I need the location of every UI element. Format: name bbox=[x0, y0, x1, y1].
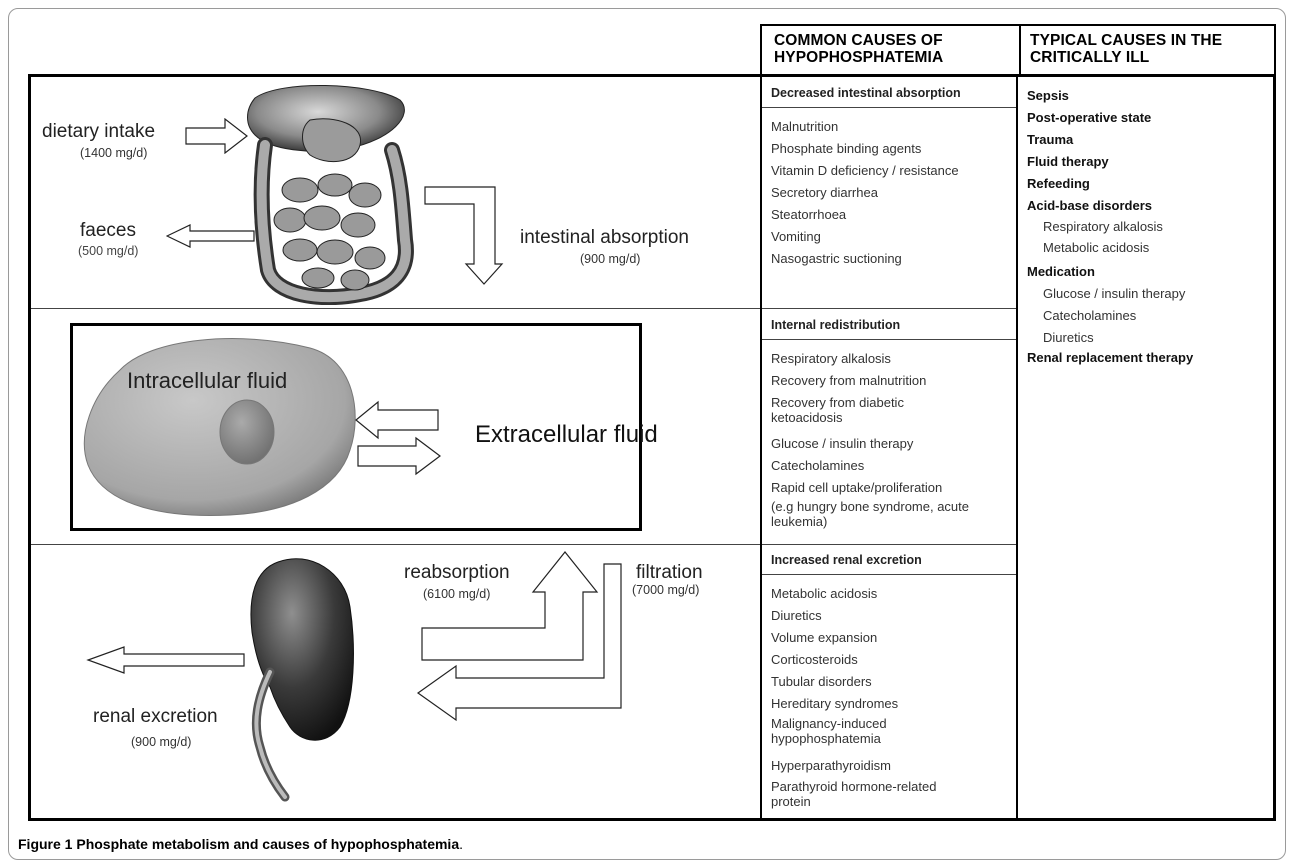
section-heading: Internal redistribution bbox=[771, 318, 900, 332]
section-heading: Increased renal excretion bbox=[771, 553, 922, 567]
sec2-rule-bottom bbox=[762, 339, 1016, 340]
intake-arrow bbox=[185, 118, 250, 154]
cell-illustration bbox=[80, 330, 380, 525]
list-item: Recovery from diabetic ketoacidosis bbox=[771, 395, 941, 425]
list-item: Hyperparathyroidism bbox=[771, 758, 1003, 773]
critical-subitem: Respiratory alkalosis bbox=[1043, 219, 1163, 234]
header-critical-line1: TYPICAL CAUSES IN THE bbox=[1030, 32, 1222, 49]
list-item: Recovery from malnutrition bbox=[771, 373, 1003, 388]
kidney-illustration bbox=[230, 552, 370, 802]
list-item: Malignancy-induced hypophosphatemia bbox=[771, 716, 921, 746]
critical-item: Sepsis bbox=[1027, 88, 1069, 103]
intestinal-absorption-label: intestinal absorption bbox=[520, 227, 689, 249]
figure-caption: Figure 1 Phosphate metabolism and causes… bbox=[18, 836, 463, 852]
header-common-line2: HYPOPHOSPHATEMIA bbox=[774, 49, 943, 66]
critical-subitem: Glucose / insulin therapy bbox=[1043, 286, 1185, 301]
list-item: Glucose / insulin therapy bbox=[771, 436, 1003, 451]
list-item: Secretory diarrhea bbox=[771, 185, 1003, 200]
list-item: Respiratory alkalosis bbox=[771, 351, 1003, 366]
renal-excretion-label: renal excretion bbox=[93, 706, 218, 728]
critical-item: Acid-base disorders bbox=[1027, 198, 1152, 213]
critical-item: Renal replacement therapy bbox=[1027, 350, 1193, 365]
critical-item: Fluid therapy bbox=[1027, 154, 1109, 169]
column-divider-left bbox=[760, 74, 762, 821]
list-item: Parathyroid hormone-related protein bbox=[771, 779, 971, 809]
list-item: Volume expansion bbox=[771, 630, 1003, 645]
list-item: Tubular disorders bbox=[771, 674, 1003, 689]
header-critically-ill: TYPICAL CAUSES IN THE CRITICALLY ILL bbox=[1030, 32, 1222, 66]
figure-label: Figure 1 bbox=[18, 836, 72, 852]
critical-item: Refeeding bbox=[1027, 176, 1090, 191]
row-divider-2 bbox=[31, 544, 760, 545]
renal-excretion-amount: (900 mg/d) bbox=[131, 735, 191, 749]
header-common-line1: COMMON CAUSES OF bbox=[774, 32, 943, 49]
intestinal-absorption-amount: (900 mg/d) bbox=[580, 252, 640, 266]
sec3-rule-bottom bbox=[762, 574, 1016, 575]
intracellular-label: Intracellular fluid bbox=[127, 368, 287, 394]
critical-subitem: Diuretics bbox=[1043, 330, 1094, 345]
critical-subitem: Metabolic acidosis bbox=[1043, 240, 1149, 255]
sec3-rule-top bbox=[762, 544, 1016, 545]
header-common-causes: COMMON CAUSES OF HYPOPHOSPHATEMIA bbox=[774, 32, 943, 66]
caption-period: . bbox=[459, 836, 463, 852]
list-item: (e.g hungry bone syndrome, acute leukemi… bbox=[771, 499, 1005, 529]
dietary-intake-amount: (1400 mg/d) bbox=[80, 146, 147, 160]
list-item: Hereditary syndromes bbox=[771, 696, 1003, 711]
filtration-amount: (7000 mg/d) bbox=[632, 583, 699, 597]
dietary-intake-label: dietary intake bbox=[42, 121, 155, 143]
exchange-arrows bbox=[354, 400, 444, 480]
sec2-rule-top bbox=[762, 308, 1016, 309]
list-item: Metabolic acidosis bbox=[771, 586, 1003, 601]
list-item: Diuretics bbox=[771, 608, 1003, 623]
absorption-arrow bbox=[424, 186, 504, 286]
filtration-label: filtration bbox=[636, 562, 703, 584]
list-item: Steatorrhoea bbox=[771, 207, 1003, 222]
table-header: COMMON CAUSES OF HYPOPHOSPHATEMIA TYPICA… bbox=[760, 24, 1276, 76]
list-item: Corticosteroids bbox=[771, 652, 1003, 667]
list-item: Nasogastric suctioning bbox=[771, 251, 1003, 266]
critical-item: Post-operative state bbox=[1027, 110, 1151, 125]
column-divider-right bbox=[1016, 74, 1018, 821]
faeces-arrow bbox=[166, 224, 256, 248]
faeces-label: faeces bbox=[80, 220, 136, 242]
list-item: Malnutrition bbox=[771, 119, 1003, 134]
sec1-rule-bottom bbox=[762, 107, 1016, 108]
critical-item: Trauma bbox=[1027, 132, 1073, 147]
header-divider bbox=[1019, 26, 1021, 74]
reabsorption-amount: (6100 mg/d) bbox=[423, 587, 490, 601]
critical-item: Medication bbox=[1027, 264, 1095, 279]
row-divider-1 bbox=[31, 308, 760, 309]
list-item: Vomiting bbox=[771, 229, 1003, 244]
list-item: Phosphate binding agents bbox=[771, 141, 1003, 156]
critical-subitem: Catecholamines bbox=[1043, 308, 1136, 323]
figure-title: Phosphate metabolism and causes of hypop… bbox=[76, 836, 459, 852]
section-heading: Decreased intestinal absorption bbox=[771, 86, 961, 100]
list-item: Vitamin D deficiency / resistance bbox=[771, 163, 1003, 178]
faeces-amount: (500 mg/d) bbox=[78, 244, 138, 258]
list-item: Rapid cell uptake/proliferation bbox=[771, 480, 1003, 495]
extracellular-label: Extracellular fluid bbox=[475, 421, 658, 449]
excretion-arrow bbox=[86, 646, 246, 674]
header-critical-line2: CRITICALLY ILL bbox=[1030, 49, 1222, 66]
reabsorption-label: reabsorption bbox=[404, 562, 510, 584]
list-item: Catecholamines bbox=[771, 458, 1003, 473]
